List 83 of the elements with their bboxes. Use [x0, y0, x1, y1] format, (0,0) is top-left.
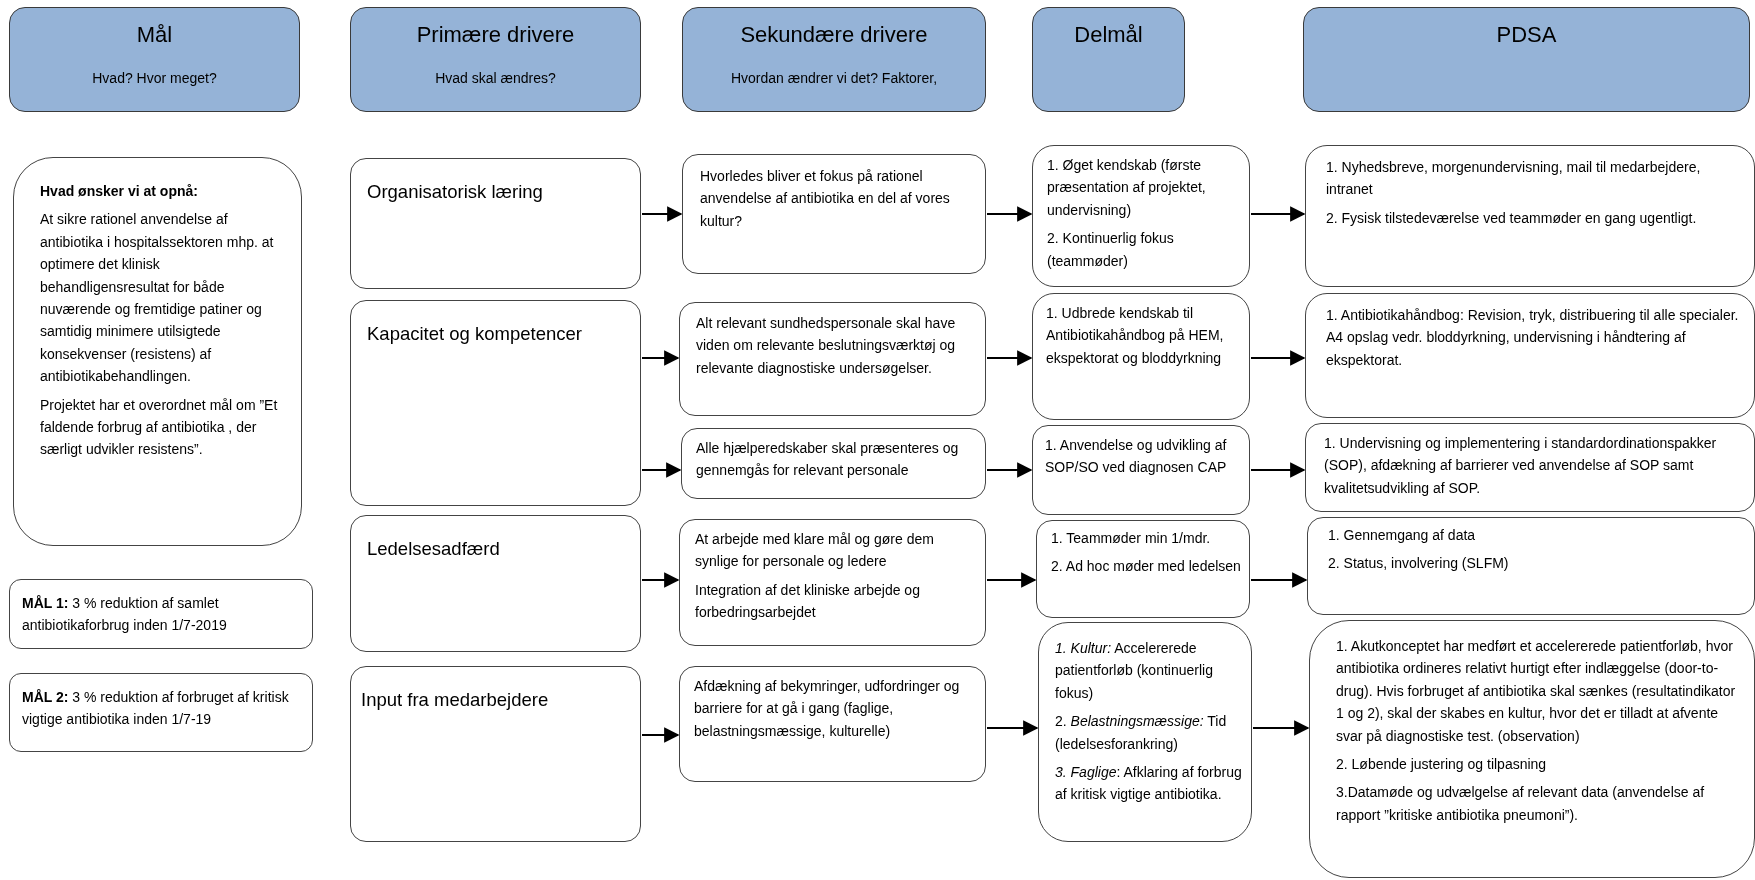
- arrow: [1251, 350, 1306, 366]
- heading: Hvad ønsker vi at opnå:: [40, 182, 199, 201]
- arrow: [642, 206, 683, 222]
- arrow: [987, 206, 1033, 222]
- driver-label: Kapacitet og kompetencer: [367, 322, 583, 346]
- column-subtitle: Hvad skal ændres?: [434, 70, 557, 86]
- text-paragraph: 2. Belastningsmæssige: Tid (ledelsesforankring): [1055, 712, 1228, 754]
- column-header: [1303, 7, 1750, 112]
- text-paragraph: 3.Datamøde og udvælgelse af relevant data (anvendelse af rapport ”kritiske antibiotika pneumoni”).: [1336, 783, 1706, 825]
- column-title: Sekundære drivere: [739, 22, 929, 48]
- driver-label: Organisatorisk læring: [367, 180, 544, 204]
- secondary-driver-card: [679, 666, 986, 782]
- arrow: [642, 350, 680, 366]
- subgoal-card: [1032, 145, 1250, 287]
- target-card: [9, 673, 313, 752]
- text-paragraph: Projektet har et overordnet mål om ”Et faldende forbrug af antibiotika , der særligt udvikler resistens”.: [40, 395, 279, 460]
- text-paragraph: 2. Kontinuerlig fokus (teammøder): [1047, 229, 1175, 271]
- column-header: [682, 7, 986, 112]
- text-paragraph: 1. Gennemgang af data: [1328, 526, 1477, 545]
- primary-driver-card: [350, 666, 641, 842]
- pdsa-card: [1309, 620, 1755, 878]
- secondary-driver-card: [681, 428, 986, 499]
- arrow: [987, 350, 1033, 366]
- arrow: [1253, 720, 1310, 736]
- primary-driver-card: [350, 300, 641, 506]
- text-paragraph: 1. Undervisning og implementering i standardordinationspakker (SOP), afdækning af barrierer ved anvendelse af SOP samt kvalitetsudvikling af SOP.: [1324, 434, 1718, 498]
- text-paragraph: 2. Fysisk tilstedeværelse ved teammøder en gang ugentligt.: [1326, 208, 1698, 228]
- arrow: [642, 572, 680, 588]
- text-paragraph: 2. Ad hoc møder med ledelsen: [1051, 557, 1242, 577]
- target-card: [9, 579, 313, 649]
- text-paragraph: Hvorledes bliver et fokus på rationel anvendelse af antibiotika en del af vores kultur?: [700, 167, 951, 231]
- secondary-driver-card: [679, 519, 986, 646]
- goal-card: [13, 157, 302, 546]
- text-paragraph: 1. Anvendelse og udvikling af SOP/SO ved diagnosen CAP: [1045, 436, 1228, 478]
- arrow: [987, 462, 1033, 478]
- pdsa-card: [1305, 293, 1755, 418]
- primary-driver-card: [350, 515, 641, 652]
- text-paragraph: 3. Faglige: Afklaring af forbrug af kritisk vigtige antibiotika.: [1055, 762, 1243, 805]
- text-paragraph: 1. Nyhedsbreve, morgenundervisning, mail til medarbejdere, intranet: [1326, 158, 1702, 200]
- column-title: Primære drivere: [415, 22, 576, 48]
- arrow: [1251, 462, 1306, 478]
- text-paragraph: Alt relevant sundhedspersonale skal have viden om relevante beslutningsværktøj og relevante diagnostiske undersøgelser.: [696, 314, 957, 378]
- column-title: Delmål: [1073, 22, 1144, 48]
- secondary-driver-card: [682, 154, 986, 274]
- text-paragraph: At sikre rationel anvendelse af antibiotika i hospitalssektoren mhp. at optimere det klinisk behandligensresultat for både nuværende og fremtidige patiner og samtidig minimere utilsigtede konsekvenser (resistens) af antibiotikabehandlingen.: [40, 210, 275, 387]
- arrow: [987, 572, 1037, 588]
- text-paragraph: 1. Udbrede kendskab til Antibiotikahåndbog på HEM, ekspektorat og bloddyrkning: [1046, 304, 1225, 368]
- text-paragraph: 2. Løbende justering og tilpasning: [1336, 754, 1548, 774]
- column-subtitle: Hvordan ændrer vi det? Faktorer,: [729, 70, 939, 86]
- arrow: [642, 727, 680, 743]
- primary-driver-card: [350, 158, 641, 289]
- driver-label: Ledelsesadfærd: [367, 537, 501, 561]
- driver-label: Input fra medarbejdere: [361, 688, 550, 712]
- arrow: [1251, 206, 1306, 222]
- text-paragraph: 1. Akutkonceptet har medført et accelererede patientforløb, hvor antibiotika ordineres relativt hurtigt efter indlæggelse (door-to-drug). Hvis forbruget af antibiotika skal sænkes (resultatindikator 1 og 2), skal der skabes en kultur, hvor det er tilladt at afvente svar på diagnostiske test. (observation): [1336, 637, 1737, 746]
- text-paragraph: 1. Øget kendskab (første præsentation af projektet, undervisning): [1047, 156, 1207, 220]
- subgoal-card: [1038, 622, 1252, 842]
- text-paragraph: 2. Status, involvering (SLFM): [1328, 554, 1510, 574]
- arrow: [1251, 572, 1308, 588]
- secondary-driver-card: [679, 302, 986, 416]
- arrow: [987, 720, 1039, 736]
- text-paragraph: 1. Kultur: Accelererede patientforløb (kontinuerlig fokus): [1055, 639, 1214, 703]
- subgoal-card: [1032, 425, 1250, 515]
- pdsa-card: [1305, 423, 1755, 512]
- column-title: PDSA: [1495, 22, 1558, 48]
- column-subtitle: Hvad? Hvor meget?: [91, 70, 218, 86]
- text-paragraph: MÅL 2: 3 % reduktion af forbruget af kritisk vigtige antibiotika inden 1/7-19: [22, 688, 290, 730]
- text-paragraph: Alle hjælperedskaber skal præsenteres og gennemgås for relevant personale: [696, 439, 960, 481]
- pdsa-card: [1307, 517, 1755, 615]
- column-title: Mål: [135, 22, 174, 48]
- column-header: [9, 7, 300, 112]
- column-header: [1032, 7, 1185, 112]
- text-paragraph: Afdækning af bekymringer, udfordringer og barriere for at gå i gang (faglige, belastningsmæssige, kulturelle): [694, 677, 961, 741]
- text-paragraph: 1. Antibiotikahåndbog: Revision, tryk, distribuering til alle specialer. A4 opslag vedr. bloddyrkning, undervisning i håndtering af ekspektorat.: [1326, 306, 1740, 370]
- arrow: [642, 462, 682, 478]
- pdsa-card: [1305, 145, 1755, 287]
- subgoal-card: [1032, 293, 1250, 420]
- subgoal-card: [1036, 520, 1250, 618]
- text-paragraph: MÅL 1: 3 % reduktion af samlet antibiotikaforbrug inden 1/7-2019: [22, 594, 228, 636]
- text-paragraph: Integration af det kliniske arbejde og forbedringsarbejdet: [695, 580, 921, 623]
- column-header: [350, 7, 641, 112]
- text-paragraph: At arbejde med klare mål og gøre dem synlige for personale og ledere: [695, 530, 935, 572]
- text-paragraph: 1. Teammøder min 1/mdr.: [1051, 529, 1212, 548]
